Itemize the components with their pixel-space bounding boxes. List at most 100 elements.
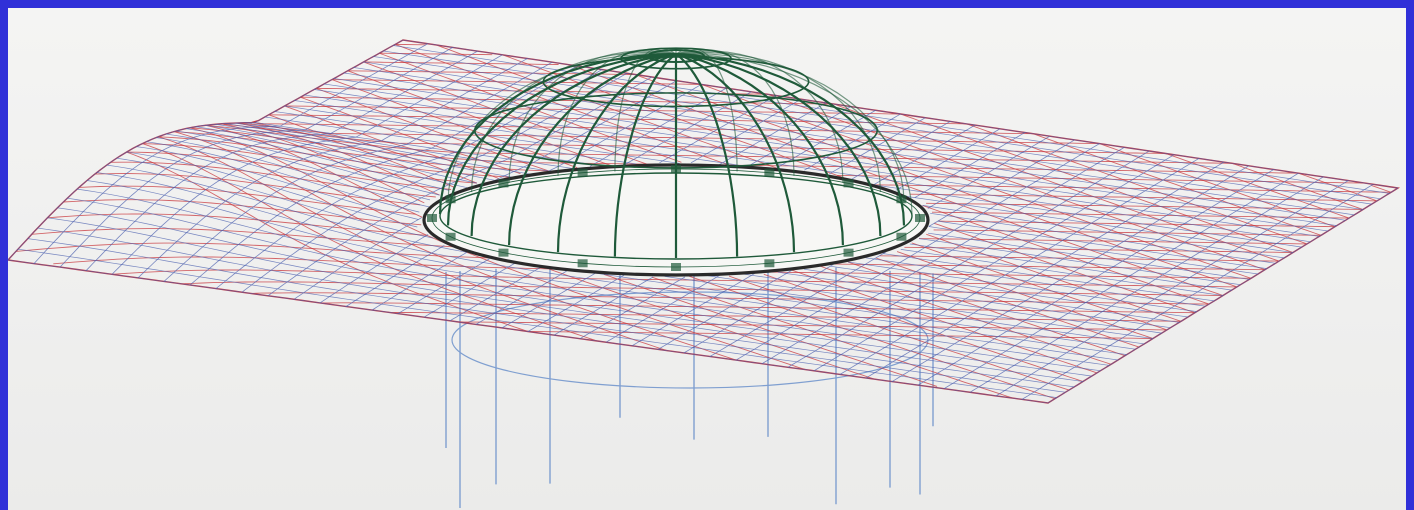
grid-line-red — [252, 122, 1034, 135]
ring-bolt-plate — [498, 179, 509, 188]
grid-line-blue — [284, 105, 1294, 253]
grid-line-blue — [47, 217, 1084, 382]
grid-line-blue — [304, 94, 1311, 243]
dome-rib — [508, 52, 677, 246]
grid-line-red — [268, 114, 1070, 391]
grid-line-blue — [205, 124, 1224, 296]
ring-bolt-plate — [896, 232, 907, 241]
dome-hoop-ring — [473, 92, 879, 169]
grid-line-blue — [293, 80, 677, 300]
grid-line-blue — [96, 172, 1127, 355]
grid-line-red — [635, 74, 1238, 288]
grid-line-red — [250, 292, 1210, 305]
grid-line-blue — [126, 151, 1154, 339]
central-dome — [438, 47, 913, 258]
ring-bolt-plate — [577, 259, 588, 268]
grid-line-blue — [8, 39, 404, 261]
grid-line-blue — [195, 126, 1215, 302]
grid-line-blue — [86, 180, 1119, 361]
grid-line-blue — [373, 56, 1372, 205]
ring-bolt-plate — [671, 263, 681, 271]
grid-line-red — [284, 105, 1084, 382]
grid-line-red — [379, 52, 493, 56]
grid-line-blue — [225, 123, 1241, 286]
grid-line-blue — [67, 197, 1101, 372]
ring-bolt-plate — [577, 168, 588, 177]
space-frame-drawing — [8, 39, 1400, 508]
dome-rib — [470, 52, 677, 237]
grid-line-red — [389, 311, 1182, 322]
grid-line-blue — [579, 121, 951, 340]
grid-line-blue — [264, 116, 1276, 264]
grid-line-red — [1033, 133, 1322, 236]
dome-rib — [675, 52, 906, 226]
grid-line-blue — [343, 72, 1346, 221]
grid-line-blue — [77, 188, 1110, 366]
grid-line-red — [142, 143, 598, 342]
dome-rib — [675, 51, 881, 193]
ring-bolt-plate — [843, 179, 854, 188]
dome-crown-ring — [647, 49, 705, 63]
grid-line-red — [189, 127, 806, 371]
grid-line-red — [363, 61, 1154, 339]
dome-hoop-ring — [542, 56, 810, 108]
ring-bolt-plate — [498, 248, 509, 257]
grid-line-blue — [165, 133, 1189, 318]
ring-bolt-plate — [764, 259, 775, 268]
grid-line-blue — [244, 122, 1259, 275]
grid-line-blue — [353, 67, 1355, 216]
grid-line-blue — [345, 87, 727, 307]
grid-line-red — [1165, 153, 1350, 219]
grid-line-blue — [27, 238, 1066, 393]
grid-line-blue — [553, 117, 926, 336]
dome-rib — [675, 53, 739, 257]
grid-line-red — [221, 123, 1166, 154]
ring-bolt-plate — [915, 214, 925, 222]
dome-rib — [675, 52, 882, 237]
grid-line-blue — [116, 157, 1145, 345]
ring-bolt-plate — [445, 232, 456, 241]
grid-line-blue — [57, 207, 1092, 377]
grid-line-blue — [274, 111, 1285, 259]
dome-rib — [613, 53, 677, 257]
grid-line-red — [834, 103, 1280, 262]
grid-line-blue — [254, 122, 1267, 269]
dome-rib — [556, 52, 677, 253]
grid-line-red — [436, 44, 1196, 314]
grid-line-red — [221, 123, 938, 387]
grid-line-blue — [136, 146, 1162, 334]
grid-line-red — [157, 136, 667, 352]
grid-line-blue — [156, 137, 1180, 323]
grid-line-blue — [475, 106, 851, 325]
grid-line-blue — [314, 89, 1320, 237]
grid-line-red — [458, 321, 1168, 331]
grid-line-blue — [175, 130, 1197, 312]
grid-line-blue — [17, 248, 1057, 398]
grid-line-blue — [683, 135, 1051, 354]
grid-line-blue — [383, 50, 1381, 200]
grid-line-red — [363, 61, 559, 65]
grid-line-blue — [106, 164, 1136, 350]
grid-line-blue — [8, 259, 1049, 404]
grid-line-red — [320, 302, 1196, 314]
grid-line-red — [767, 93, 1266, 271]
grid-line-blue — [185, 128, 1206, 307]
grid-line-red — [158, 136, 1392, 193]
dome-rib — [675, 52, 905, 203]
grid-line-blue — [37, 227, 1075, 388]
grid-line-red — [966, 123, 1308, 245]
dome-rib — [675, 52, 844, 246]
figure-frame — [8, 8, 1406, 510]
grid-line-blue — [631, 128, 1001, 347]
grid-line-red — [1371, 184, 1392, 193]
dome-rib — [675, 52, 796, 253]
grid-line-red — [31, 228, 1280, 262]
ring-bolt-plate — [427, 214, 437, 222]
grid-line-blue — [146, 141, 1171, 329]
grid-line-blue — [235, 122, 1250, 280]
ring-bolt-plate — [764, 168, 775, 177]
dome-hoop-ring — [620, 47, 732, 70]
grid-line-blue — [294, 100, 1302, 248]
grid-line-blue — [323, 83, 1329, 232]
ring-bolt-plate — [843, 248, 854, 257]
